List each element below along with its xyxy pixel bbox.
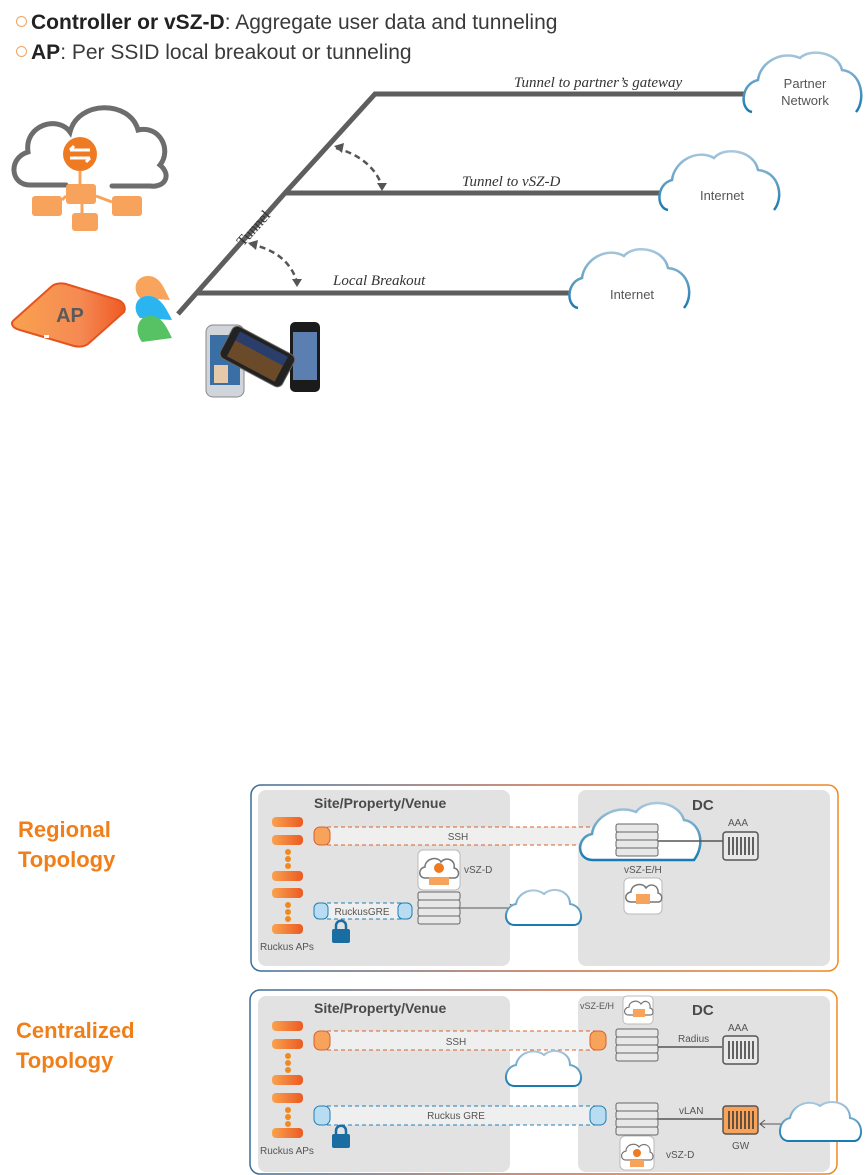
vszd-server-icon: [417, 891, 461, 925]
vsze-server-icon: [615, 1028, 659, 1062]
lock-icon: [332, 1124, 350, 1148]
aaa-label: AAA: [728, 1023, 748, 1034]
dashed-arrow-lower: [249, 242, 299, 283]
dc-panel: [578, 996, 830, 1172]
dc-label: DC: [692, 797, 714, 814]
internet-cloud: [505, 888, 582, 926]
path-label-vszd: Tunnel to vSZ-D: [462, 174, 561, 190]
vsze-label: vSZ-E/H: [624, 865, 662, 876]
vsze-server-icon: [615, 823, 659, 857]
title-line: Topology: [18, 847, 116, 872]
vszd-icon: [619, 1135, 655, 1171]
ssh-tunnel: SSH: [313, 1030, 607, 1051]
radius-label: Radius: [678, 1034, 709, 1045]
ssh-label: SSH: [446, 1037, 467, 1048]
vlan-label: vLAN: [679, 1106, 703, 1117]
ruckus-ap-stack-icon: [272, 817, 303, 934]
internet-cloud-local: Internet: [568, 248, 691, 310]
vsze-icon: [623, 877, 663, 915]
ruckus-aps-label: Ruckus APs: [260, 1146, 314, 1157]
ap-label: AP: [56, 305, 84, 327]
path-label-partner: Tunnel to partner’s gateway: [514, 75, 683, 91]
dc-label: DC: [692, 1002, 714, 1019]
cloud-label: Partner: [784, 76, 827, 91]
bullet-ap: AP: Per SSID local breakout or tunneling: [16, 38, 557, 68]
title-line: Regional: [18, 817, 111, 842]
aaa-label: AAA: [728, 818, 748, 829]
ssh-tunnel: SSH: [313, 826, 609, 846]
traffic-routing-diagram: Tunnel Tunnel to partner’s gateway Tunne…: [11, 51, 863, 398]
centralized-topology-diagram: Site/Property/Venue DC Ruckus APs SSH Ru…: [249, 989, 862, 1175]
bullet-list: Controller or vSZ-D: Aggregate user data…: [16, 8, 557, 68]
cloud-label: Internet: [700, 188, 744, 203]
gw-label: GW: [732, 1141, 750, 1152]
vszd-server-icon: [615, 1102, 659, 1136]
lock-icon: [332, 919, 350, 943]
controller-cloud-icon: [11, 105, 169, 231]
bullet-term: AP: [31, 41, 61, 64]
vszd-icon: [417, 849, 461, 891]
centralized-topology-title: Centralized Topology: [16, 1016, 135, 1076]
bullet-description: : Per SSID local breakout or tunneling: [60, 41, 412, 64]
ruckus-aps-label: Ruckus APs: [260, 942, 314, 953]
vsze-icon: [622, 995, 654, 1025]
site-label: Site/Property/Venue: [314, 795, 446, 811]
regional-topology-title: Regional Topology: [18, 815, 115, 875]
bullet-description: : Aggregate user data and tunneling: [224, 11, 558, 34]
aaa-server-icon: [722, 831, 759, 861]
site-label: Site/Property/Venue: [314, 1000, 446, 1016]
gateway-icon: [722, 1105, 759, 1135]
bullet-controller: Controller or vSZ-D: Aggregate user data…: [16, 8, 557, 38]
ssid-blue-icon: [135, 296, 172, 320]
tunnel-trunk-line: [176, 91, 748, 316]
vsze-label: vSZ-E/H: [580, 1001, 614, 1011]
ruckus-gre-tunnel: RuckusGRE: [313, 902, 413, 920]
cloud-label: Internet: [610, 287, 654, 302]
gre-label: RuckusGRE: [334, 907, 389, 918]
bullet-circle-icon: [16, 15, 27, 27]
regional-topology-diagram: Site/Property/Venue DC Ruckus APs SSH vS…: [250, 784, 839, 972]
aaa-server-icon: [722, 1035, 759, 1065]
ruckus-ap-stack-icon: [272, 1021, 303, 1138]
bullet-term: Controller or vSZ-D: [31, 11, 225, 34]
ruckus-gre-tunnel: Ruckus GRE: [313, 1105, 607, 1126]
partner-network-cloud: Partner Network: [742, 51, 863, 114]
ssid-green-icon: [137, 316, 172, 342]
vszd-label: vSZ-D: [464, 865, 492, 876]
path-lines: [176, 91, 748, 316]
mobile-devices-icon: [205, 322, 320, 398]
vszd-label: vSZ-D: [666, 1150, 694, 1161]
internet-cloud: [505, 1049, 582, 1087]
access-point-icon: AP: [11, 282, 126, 348]
ssh-label: SSH: [448, 832, 469, 843]
title-line: Topology: [16, 1048, 114, 1073]
bullet-circle-icon: [16, 45, 27, 57]
title-line: Centralized: [16, 1018, 135, 1043]
gre-label: Ruckus GRE: [427, 1111, 485, 1122]
path-label-local: Local Breakout: [332, 273, 426, 289]
ssid-icons: [135, 276, 172, 342]
internet-cloud-vszd: Internet: [658, 150, 781, 212]
dashed-arrow-upper: [335, 146, 384, 187]
ssid-orange-icon: [135, 276, 170, 300]
cloud-label: Network: [781, 93, 829, 108]
external-internet-cloud: [779, 1101, 862, 1142]
